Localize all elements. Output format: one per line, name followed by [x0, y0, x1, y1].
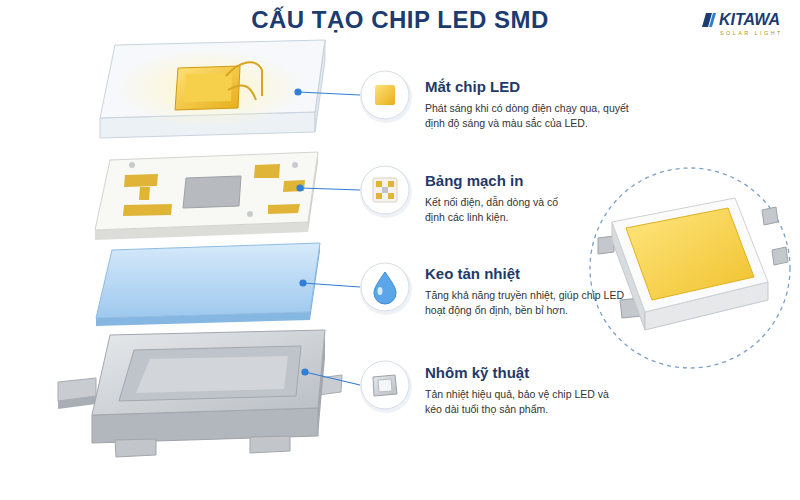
callout-heading: Mắt chip LED [425, 78, 640, 96]
gold-pad [268, 204, 300, 214]
bond-wire [228, 85, 256, 100]
icon-shadow [360, 263, 412, 315]
chip-icon [375, 85, 395, 105]
icon-circle [361, 263, 409, 311]
callout-group: Nhôm kỹ thuậtTản nhiệt hiệu quả, bảo vệ … [425, 364, 610, 417]
led-leg [762, 207, 778, 225]
chip-glow [115, 48, 305, 128]
leader-line [298, 92, 360, 95]
leader-line [300, 188, 360, 190]
brand-tagline: SOLAR LIGHT [720, 30, 783, 36]
thermal-paste [96, 243, 320, 326]
icon-shadow [360, 361, 412, 413]
icon-shadow [360, 166, 412, 218]
pcb-icon-pad [388, 181, 394, 187]
base-recess [119, 346, 301, 401]
paste-top [96, 243, 320, 318]
icon-circle [361, 71, 409, 119]
logo-mark [702, 13, 716, 27]
bond-wire [226, 62, 262, 96]
leader-dot [302, 369, 308, 375]
leader-line [305, 372, 360, 385]
base-leg [58, 396, 96, 409]
pcb-via [247, 211, 253, 217]
icon-shadow [360, 71, 412, 123]
pcb-icon-pad [376, 193, 382, 199]
leader-dot [300, 280, 306, 286]
pcb-icon-hole [382, 187, 388, 193]
gold-pad [123, 204, 172, 216]
base-leg [250, 436, 290, 453]
callout-group: Mắt chip LED Phát sáng khi có dòng điện c… [425, 78, 640, 131]
base-top [92, 330, 325, 415]
aluminium-base [58, 330, 342, 457]
callout-heading: Nhôm kỹ thuật [425, 364, 610, 382]
icon-glow [372, 82, 398, 108]
callout-body: Tăng khả năng truyền nhiệt, giúp chip LE… [425, 288, 625, 318]
leader-dot [297, 185, 303, 191]
pcb-top [95, 152, 318, 230]
lens-layer [100, 40, 325, 138]
leader-dot [295, 89, 301, 95]
gold-pad [124, 174, 158, 187]
led-top [612, 198, 768, 312]
base-leg [115, 439, 156, 457]
brand-name: KITAWA [719, 11, 780, 29]
icon-circle [361, 166, 409, 214]
led-phosphor [626, 208, 754, 300]
logo-stripe [709, 13, 716, 27]
callout-group: Bảng mạch in Kết nối điện, dẫn dòng và cố… [425, 172, 567, 225]
metal-icon-inner [378, 379, 392, 392]
callout-heading: Bảng mạch in [425, 172, 567, 190]
callout-body: Kết nối điện, dẫn dòng và cố định các li… [425, 195, 567, 225]
callout-heading: Keo tản nhiệt [425, 265, 625, 283]
pcb-layer [95, 152, 318, 240]
callout-group: Keo tản nhiệtTăng khả năng truyền nhiệt,… [425, 265, 625, 318]
gold-pad [254, 164, 280, 178]
gold-pad [139, 187, 150, 200]
icon-circles [360, 71, 412, 413]
led-leg [772, 247, 788, 265]
drop-shine [378, 287, 383, 295]
pcb-via [129, 162, 135, 168]
leader-lines [295, 89, 360, 385]
zoom-circle [590, 168, 790, 368]
callout-body: Tản nhiệt hiệu quả, bảo vệ chip LED và k… [425, 387, 610, 417]
pcb-via [292, 162, 298, 168]
callout-body: Phát sáng khi có dòng điện chạy qua, quy… [425, 101, 640, 131]
diagram-title: CẤU TẠO CHIP LED SMD [0, 6, 800, 34]
pcb-icon-pad [376, 181, 382, 187]
drop-icon [374, 272, 396, 304]
chip-face [184, 73, 232, 102]
pcb-hole [183, 176, 241, 208]
base-floor [136, 356, 288, 393]
leader-line [303, 283, 360, 287]
gold-pad [283, 180, 305, 192]
icon-circle [361, 361, 409, 409]
metal-icon [373, 375, 397, 396]
led-closeup [590, 168, 790, 368]
pcb-icon [373, 178, 397, 202]
pcb-icon-pad [388, 193, 394, 199]
